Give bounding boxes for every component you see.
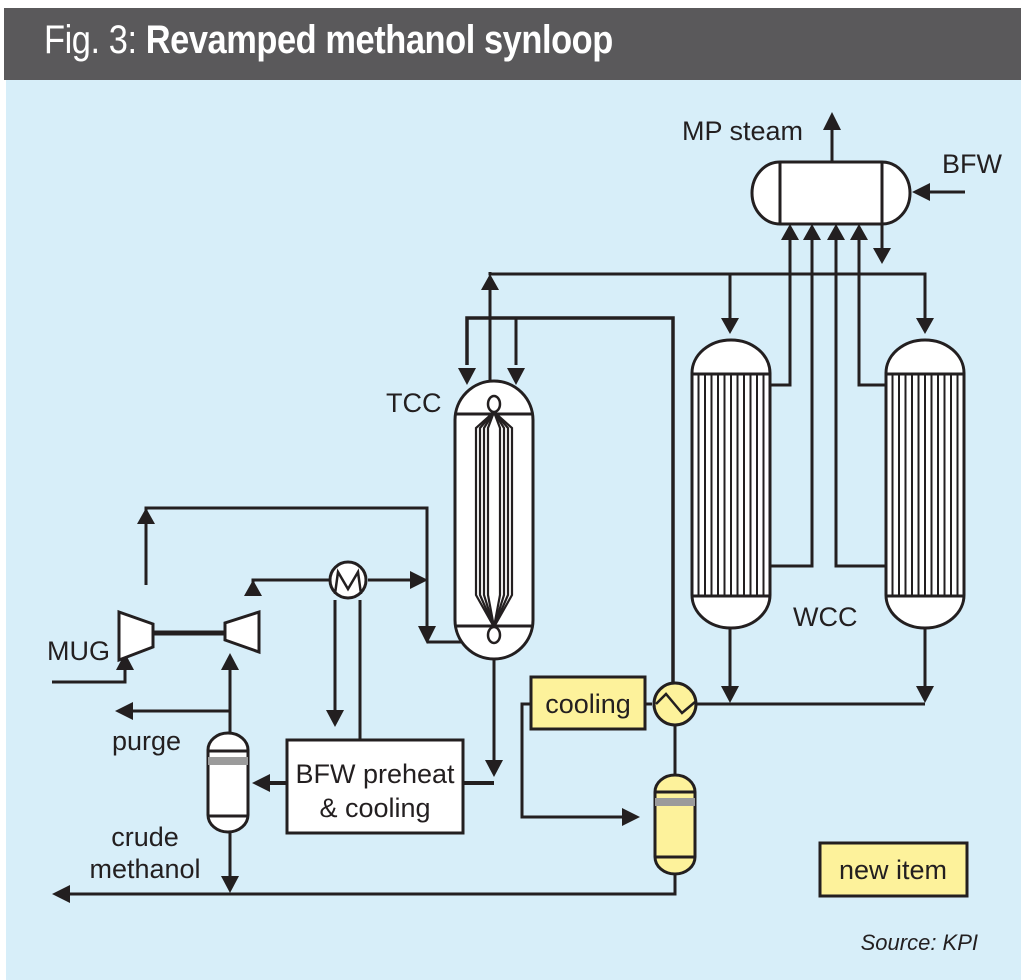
- wcc1-riser-top: [769, 230, 792, 387]
- to-bfw-preheat-arrow: [326, 710, 344, 727]
- source-label: Source: KPI: [861, 930, 978, 955]
- crude-methanol-arrow: [52, 885, 70, 903]
- wcc2-riser-bottom: [834, 230, 886, 568]
- riser-arrow-3: [827, 224, 845, 240]
- wcc-reactor-1[interactable]: [690, 338, 772, 630]
- wcc1-outlet-arrow: [721, 686, 739, 703]
- figure-header: Fig. 3: Revamped methanol synloop: [4, 8, 1021, 80]
- wcc-label: WCC: [793, 602, 857, 632]
- separator-inlet-arrow: [252, 774, 270, 792]
- tcc-label: TCC: [386, 388, 442, 418]
- riser-arrow-4: [850, 224, 868, 240]
- tcc-feed-arrow: [418, 626, 436, 644]
- crude-methanol-label-2: methanol: [89, 854, 200, 884]
- riser-arrow-2: [803, 224, 821, 240]
- tcc-reactor[interactable]: [453, 379, 535, 661]
- wcc-feed-header: [488, 272, 927, 320]
- separator-liquid-arrow: [221, 876, 239, 893]
- bfw-preheat-cooling-box[interactable]: BFW preheat & cooling: [285, 738, 465, 835]
- purge-label: purge: [112, 726, 181, 756]
- tcc-outlet-arrow: [481, 274, 499, 290]
- crude-methanol-line: [68, 873, 677, 896]
- recycle-suction-arrow: [221, 653, 239, 670]
- tcc-inlet-arrow-2: [507, 368, 525, 385]
- legend-new-item: new item: [818, 841, 969, 898]
- separator-2-demister: [655, 798, 695, 806]
- figure-title: Fig. 3: Revamped methanol synloop: [44, 18, 613, 63]
- bfw-preheat-label-2: & cooling: [319, 793, 430, 823]
- recycle-compressor[interactable]: [223, 609, 261, 655]
- wcc2-tube-bundle: [891, 374, 959, 596]
- recycle-discharge-arrow: [244, 580, 262, 596]
- wcc2-outlet-arrow: [916, 686, 934, 703]
- mp-steam-arrow: [823, 112, 841, 130]
- tcc-inlet-arrow-1: [458, 368, 476, 385]
- wcc-reactor-2[interactable]: [884, 338, 966, 630]
- bfw-inlet-arrow: [912, 183, 930, 201]
- legend-new-item-label: new item: [839, 855, 947, 885]
- separator-2[interactable]: [653, 773, 697, 876]
- cooling-to-separator2-line: [520, 702, 624, 819]
- purge-arrow: [115, 702, 133, 720]
- exchanger-outlet-arrow: [410, 571, 428, 589]
- new-heat-exchanger[interactable]: [652, 681, 698, 727]
- process-lines: [52, 112, 965, 903]
- wcc1-tube-bundle: [697, 374, 765, 596]
- tcc-tube-loop-line: [465, 316, 675, 683]
- drum-downcomer-arrow: [873, 248, 891, 264]
- wcc1-feed-arrow: [721, 318, 739, 334]
- wcc1-riser-bottom: [769, 230, 814, 568]
- separator2-inlet-arrow: [622, 808, 640, 826]
- figure-title-text: Revamped methanol synloop: [145, 18, 614, 62]
- mug-inlet-line: [52, 668, 127, 684]
- mug-label: MUG: [47, 636, 110, 666]
- bfw-preheat-label-1: BFW preheat: [295, 759, 455, 789]
- wcc2-feed-arrow: [916, 318, 934, 334]
- cooling-box[interactable]: cooling: [529, 675, 647, 731]
- separator-1[interactable]: [206, 731, 250, 834]
- mp-steam-label: MP steam: [682, 116, 803, 146]
- tcc-outlet-arrow-down: [485, 760, 503, 777]
- exchanger-m-icon: [333, 568, 363, 595]
- tcc-tube-bundle: [474, 411, 514, 628]
- riser-arrow-1: [781, 224, 799, 240]
- steam-drum[interactable]: [750, 160, 912, 226]
- bfw-label: BFW: [942, 149, 1003, 179]
- exchanger-zigzag-icon: [655, 692, 696, 715]
- separator-1-demister: [208, 757, 248, 765]
- mug-discharge-line: [144, 506, 429, 630]
- mug-discharge-arrow: [137, 508, 155, 524]
- recycle-discharge-line: [251, 578, 330, 595]
- crude-methanol-label-1: crude: [111, 822, 179, 852]
- mug-compressor[interactable]: [117, 609, 155, 663]
- mug-inlet-arrow: [116, 653, 134, 670]
- feed-effluent-exchanger[interactable]: [328, 560, 368, 600]
- cooling-label: cooling: [545, 689, 631, 719]
- figure-number: Fig. 3:: [44, 18, 146, 62]
- wcc2-riser-top: [857, 230, 886, 387]
